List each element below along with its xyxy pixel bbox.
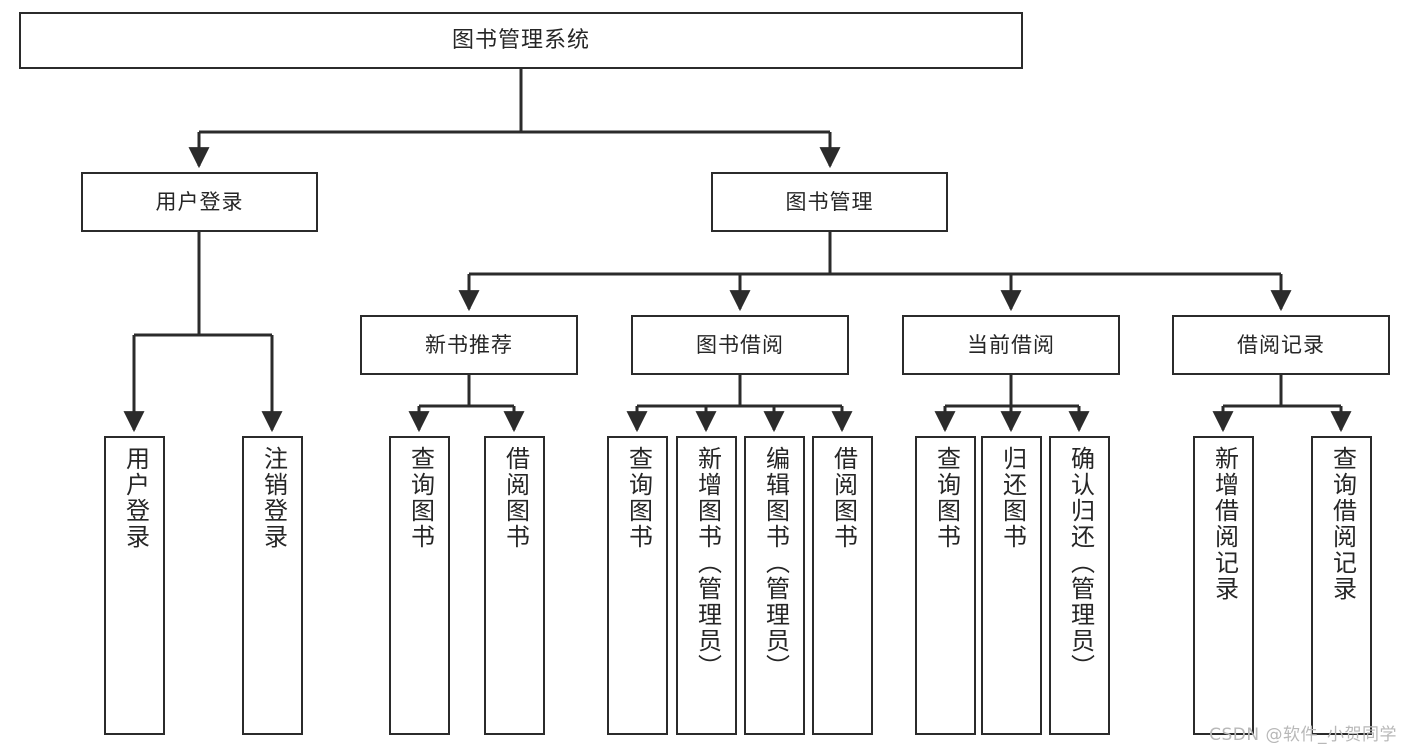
node-leaf-query-book-3[interactable]: 查询图书	[915, 436, 976, 735]
node-leaf-logout-label: 注销登录	[259, 446, 288, 550]
node-leaf-query-book-2[interactable]: 查询图书	[607, 436, 668, 735]
node-borrow-record[interactable]: 借阅记录	[1172, 315, 1390, 375]
node-leaf-query-book-1[interactable]: 查询图书	[389, 436, 450, 735]
node-current-borrow-label: 当前借阅	[967, 332, 1055, 357]
node-book-borrow[interactable]: 图书借阅	[631, 315, 849, 375]
node-leaf-add-record[interactable]: 新增借阅记录	[1193, 436, 1254, 735]
node-borrow-record-label: 借阅记录	[1237, 332, 1325, 357]
node-leaf-user-login[interactable]: 用户登录	[104, 436, 165, 735]
node-leaf-query-book-1-label: 查询图书	[406, 446, 435, 550]
node-book-borrow-label: 图书借阅	[696, 332, 784, 357]
node-leaf-edit-book[interactable]: 编辑图书（管理员）	[744, 436, 805, 735]
node-new-book-rec-label: 新书推荐	[425, 332, 513, 357]
node-leaf-return-book[interactable]: 归还图书	[981, 436, 1042, 735]
csdn-watermark: CSDN @软件_小贺同学	[1209, 725, 1397, 745]
node-new-book-rec[interactable]: 新书推荐	[360, 315, 578, 375]
node-leaf-borrow-book-2[interactable]: 借阅图书	[812, 436, 873, 735]
node-leaf-user-login-label: 用户登录	[121, 446, 150, 550]
node-root-label: 图书管理系统	[451, 27, 590, 53]
node-user-login[interactable]: 用户登录	[81, 172, 318, 232]
node-leaf-query-book-3-label: 查询图书	[932, 446, 961, 550]
node-leaf-logout[interactable]: 注销登录	[242, 436, 303, 735]
node-leaf-add-book-label: 新增图书（管理员）	[693, 446, 722, 680]
node-leaf-query-record-label: 查询借阅记录	[1328, 446, 1357, 602]
node-leaf-confirm-return[interactable]: 确认归还（管理员）	[1049, 436, 1110, 735]
node-leaf-edit-book-label: 编辑图书（管理员）	[761, 446, 790, 680]
node-leaf-return-book-label: 归还图书	[998, 446, 1027, 550]
node-current-borrow[interactable]: 当前借阅	[902, 315, 1120, 375]
node-leaf-add-record-label: 新增借阅记录	[1210, 446, 1239, 602]
node-leaf-add-book[interactable]: 新增图书（管理员）	[676, 436, 737, 735]
node-leaf-query-record[interactable]: 查询借阅记录	[1311, 436, 1372, 735]
node-leaf-borrow-book-1-label: 借阅图书	[501, 446, 530, 550]
node-user-login-label: 用户登录	[155, 189, 244, 214]
node-leaf-borrow-book-1[interactable]: 借阅图书	[484, 436, 545, 735]
node-leaf-confirm-return-label: 确认归还（管理员）	[1066, 446, 1095, 680]
node-book-manage[interactable]: 图书管理	[711, 172, 948, 232]
node-root[interactable]: 图书管理系统	[19, 12, 1023, 69]
node-leaf-borrow-book-2-label: 借阅图书	[829, 446, 858, 550]
node-leaf-query-book-2-label: 查询图书	[624, 446, 653, 550]
node-book-manage-label: 图书管理	[785, 189, 874, 214]
